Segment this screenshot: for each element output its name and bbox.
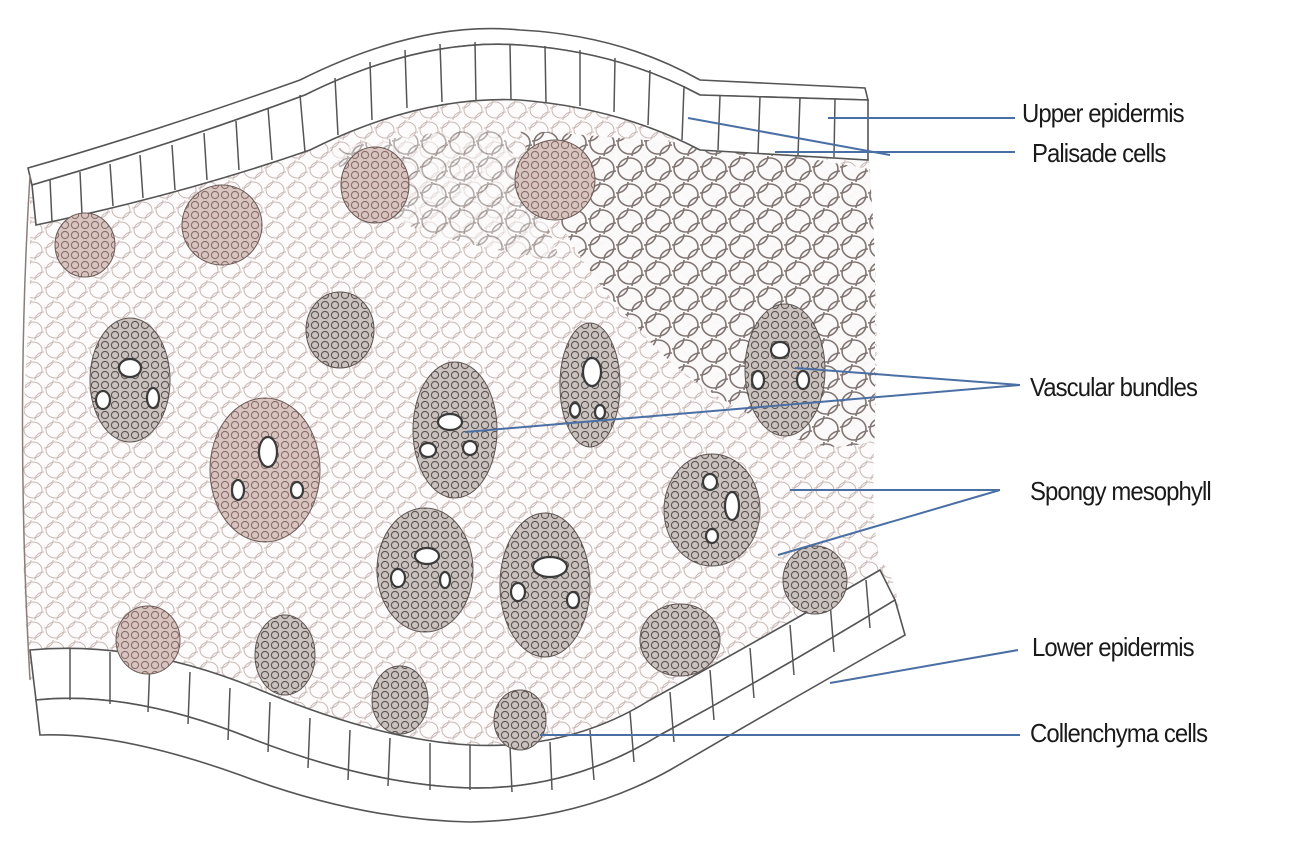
- label-spongy-mesophyll: Spongy mesophyll: [1030, 476, 1211, 506]
- label-collenchyma-cells: Collenchyma cells: [1030, 718, 1207, 748]
- label-vascular-bundles: Vascular bundles: [1030, 372, 1197, 402]
- label-lower-epidermis: Lower epidermis: [1032, 632, 1194, 662]
- label-palisade-cells: Palisade cells: [1032, 138, 1165, 168]
- label-upper-epidermis: Upper epidermis: [1022, 98, 1184, 128]
